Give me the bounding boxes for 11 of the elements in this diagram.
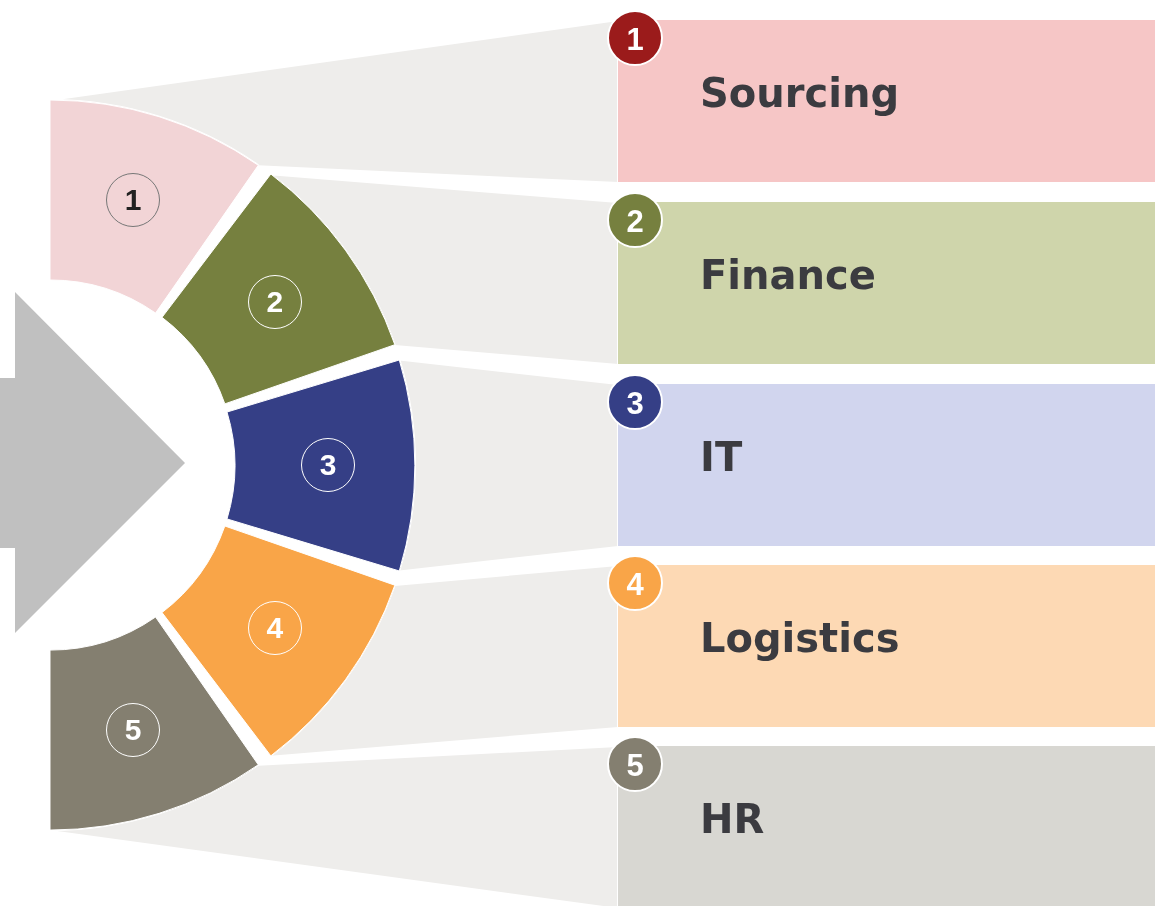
category-title: Finance [700,252,876,298]
category-title: Sourcing [700,70,900,116]
step-badge: 3 [607,374,663,430]
step-badge: 4 [607,555,663,611]
step-badge: 2 [607,192,663,248]
step-badge: 1 [607,10,663,66]
category-title: Logistics [700,615,900,661]
category-title: HR [700,796,765,842]
category-title: IT [700,434,743,480]
connector-band [398,358,619,572]
step-badge: 5 [607,736,663,792]
